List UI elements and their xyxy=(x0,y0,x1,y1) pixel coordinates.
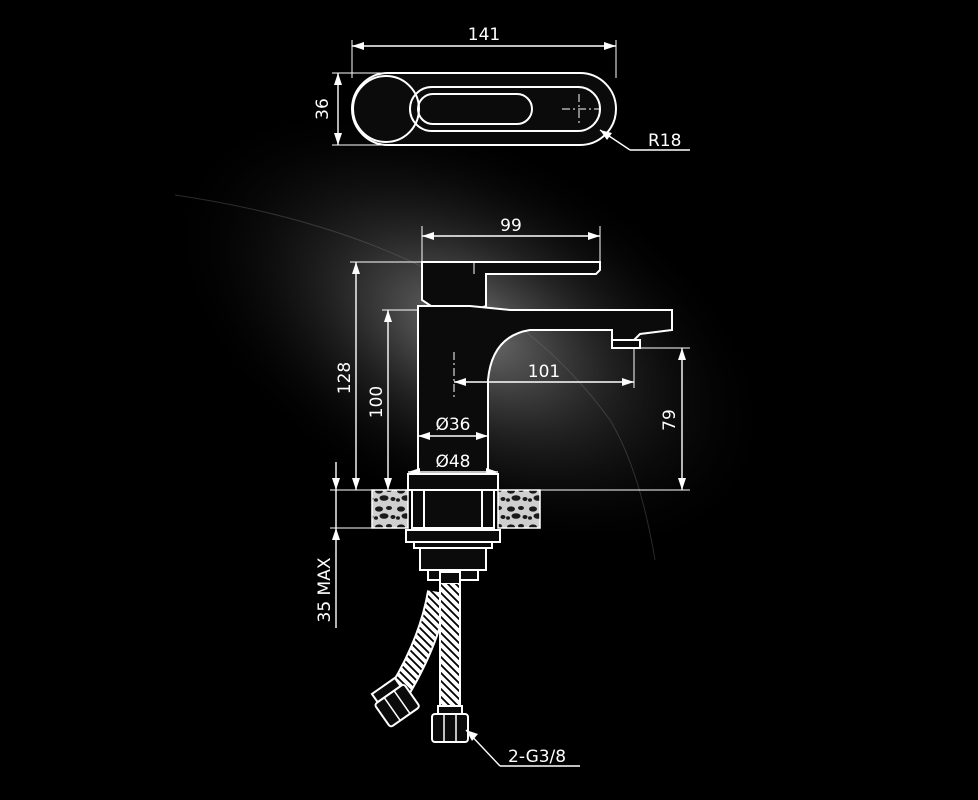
dim-connection: 2-G3/8 xyxy=(508,747,566,767)
top-view: 141 36 R18 xyxy=(313,25,690,151)
countertop-left xyxy=(371,489,409,529)
dim-spout-reach: 101 xyxy=(528,362,560,382)
hose-nut-right xyxy=(431,705,469,743)
dim-body-height: 100 xyxy=(367,386,387,418)
hose-nut-left xyxy=(370,676,420,728)
dim-top-width: 141 xyxy=(468,25,500,45)
dim-total-height: 128 xyxy=(335,362,355,394)
dim-max-thickness: 35 MAX xyxy=(315,557,335,622)
dim-base-diameter: Ø48 xyxy=(435,452,470,472)
supply-hoses xyxy=(390,571,462,706)
dim-spout-height: 79 xyxy=(660,409,680,431)
dim-handle-reach: 99 xyxy=(500,216,522,236)
dim-top-height: 36 xyxy=(313,98,333,120)
countertop-right xyxy=(497,489,541,529)
dim-body-diameter: Ø36 xyxy=(435,415,470,435)
dim-top-radius: R18 xyxy=(648,131,681,151)
side-view: 99 128 100 101 79 xyxy=(315,216,690,767)
